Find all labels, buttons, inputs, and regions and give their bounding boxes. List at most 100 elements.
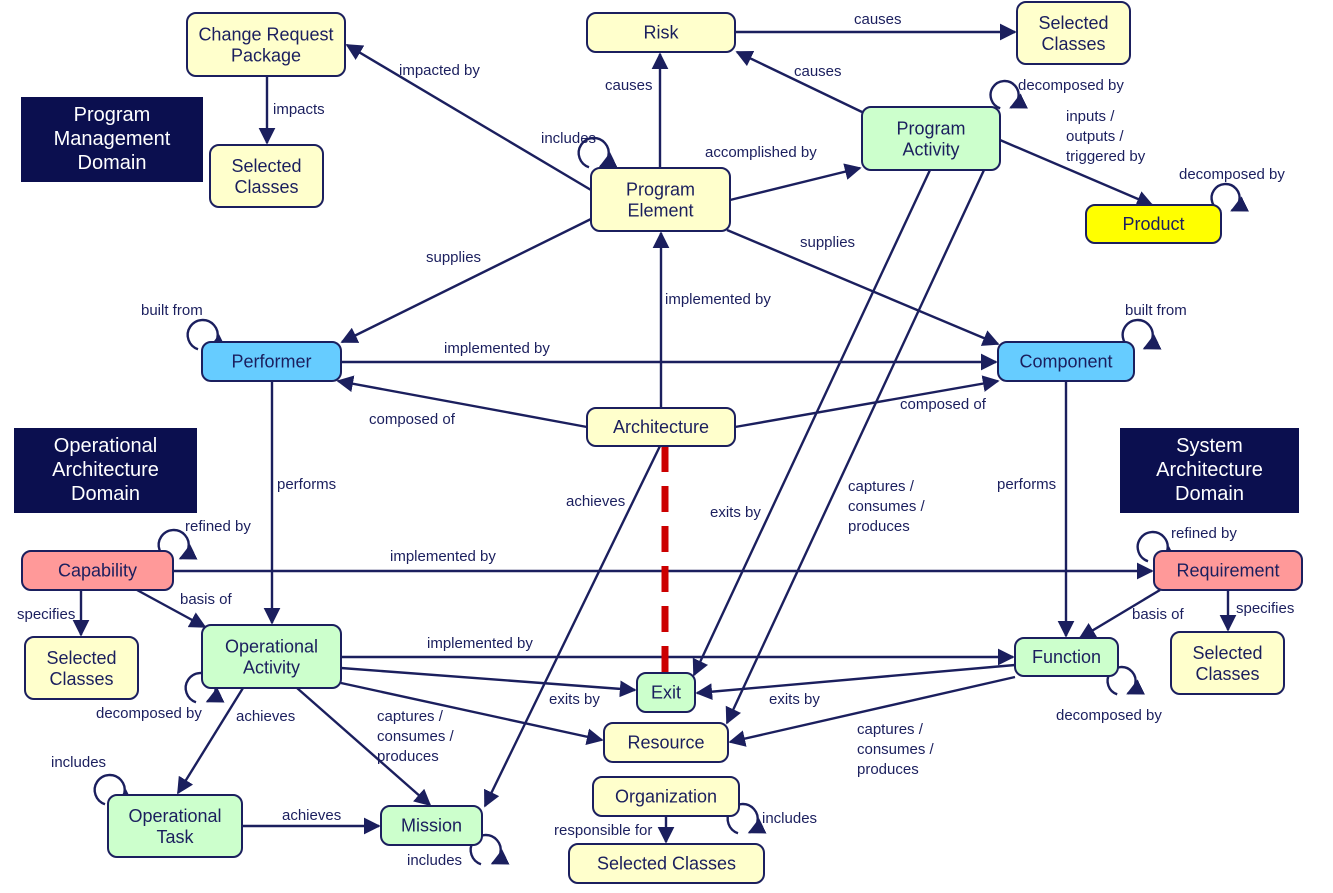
edge-oa-resource xyxy=(340,681,604,745)
node-resource[interactable]: Resource xyxy=(603,722,729,763)
node-box xyxy=(107,794,243,858)
edge-label-pe-supplies-performer: supplies xyxy=(426,249,481,266)
domain-banner xyxy=(21,97,203,182)
node-exit[interactable]: Exit xyxy=(636,672,696,713)
edge-label-component-performs: performs xyxy=(997,476,1056,493)
node-box xyxy=(1153,550,1303,591)
node-box xyxy=(201,341,342,382)
node-box xyxy=(861,106,1001,171)
domain-banner xyxy=(14,428,197,513)
node-product[interactable]: Product xyxy=(1085,204,1222,244)
node-label: Performer xyxy=(231,351,311,371)
self-loop-mission-includes xyxy=(469,833,510,866)
node-label: Product xyxy=(1122,214,1184,234)
node-label: Capability xyxy=(58,560,137,580)
node-box xyxy=(603,722,729,763)
edge-label-line: refined by xyxy=(185,518,251,535)
self-loop-oa-decomposed-by xyxy=(184,671,225,704)
edge-label-line: decomposed by xyxy=(1179,166,1285,183)
node-risk[interactable]: Risk xyxy=(586,12,736,53)
node-organization[interactable]: Organization xyxy=(592,776,740,817)
edge-label-line: decomposed by xyxy=(1018,77,1124,94)
edge-label-function-decomposed-by: decomposed by xyxy=(1056,707,1162,724)
node-capability[interactable]: Capability xyxy=(21,550,174,591)
edge-label-pe-accomplished-by: accomplished by xyxy=(705,144,817,161)
node-label: Organization xyxy=(615,786,717,806)
domain-label: Architecture xyxy=(1156,459,1263,481)
node-requirement[interactable]: Requirement xyxy=(1153,550,1303,591)
edge-label-line: specifies xyxy=(1236,600,1294,617)
edge-pe-accomplished-by xyxy=(729,163,862,202)
node-label: Activity xyxy=(902,139,959,159)
edge-pa-causes-risk xyxy=(735,50,863,114)
domain-label: Operational xyxy=(54,435,157,457)
edge-label-line: causes xyxy=(605,77,653,94)
node-box xyxy=(201,624,342,689)
edge-label-line: refined by xyxy=(1171,525,1237,542)
node-label: Resource xyxy=(627,732,704,752)
node-box xyxy=(586,12,736,53)
edge-label-line: exits by xyxy=(769,691,820,708)
node-box xyxy=(586,407,736,447)
edge-label-arch-composed-performer: composed of xyxy=(369,411,456,428)
node-component[interactable]: Component xyxy=(997,341,1135,382)
edge-function-ccp xyxy=(728,675,1016,747)
edge-label-function-ccp: captures /consumes /produces xyxy=(857,721,935,778)
edge-label-line: captures / xyxy=(857,721,924,738)
edge-label-line: produces xyxy=(857,761,919,778)
edge-label-oa-achieves: achieves xyxy=(236,708,295,725)
node-label: Mission xyxy=(401,815,462,835)
edge-label-line: responsible for xyxy=(554,822,652,839)
node-selected-classes-org[interactable]: Selected Classes xyxy=(568,843,765,884)
node-mission[interactable]: Mission xyxy=(380,805,483,846)
edge-label-performer-implemented-by: implemented by xyxy=(444,340,550,357)
node-architecture[interactable]: Architecture xyxy=(586,407,736,447)
edge-label-task-achieves: achieves xyxy=(282,807,341,824)
edge-label-line: causes xyxy=(854,11,902,28)
edge-label-line: captures / xyxy=(377,708,444,725)
node-label: Architecture xyxy=(613,417,709,437)
edge-cap-basis-of xyxy=(136,588,207,629)
node-label: Classes xyxy=(234,177,298,197)
node-label: Function xyxy=(1032,647,1101,667)
node-function[interactable]: Function xyxy=(1014,637,1119,677)
node-box xyxy=(380,805,483,846)
node-label: Requirement xyxy=(1176,560,1279,580)
edge-label-oa-exits-by: exits by xyxy=(549,691,600,708)
edge-label-mission-includes: includes xyxy=(407,852,462,869)
edge-label-line: consumes / xyxy=(848,498,926,515)
edge-label-component-built-from: built from xyxy=(1125,302,1187,319)
edge-arch-achieves xyxy=(483,445,662,808)
edge-label-line: produces xyxy=(377,748,439,765)
edge-label-cap-basis-of: basis of xyxy=(180,591,233,608)
node-box xyxy=(997,341,1135,382)
edge-pa-ccp xyxy=(725,169,986,725)
edge-label-oa-resource: captures / consumes / produces xyxy=(377,708,455,765)
edge-label-line: consumes / xyxy=(377,728,455,745)
node-performer[interactable]: Performer xyxy=(201,341,342,382)
edge-label-risk-causes: causes xyxy=(854,11,902,28)
node-label: Element xyxy=(627,200,693,220)
edge-label-product-decomposed-by: decomposed by xyxy=(1179,166,1285,183)
node-label: Selected xyxy=(1192,643,1262,663)
edge-label-line: performs xyxy=(997,476,1056,493)
edge-label-line: supplies xyxy=(800,234,855,251)
domain-label: Domain xyxy=(78,152,147,174)
edge-label-cap-refined-by: refined by xyxy=(185,518,251,535)
node-label: Selected xyxy=(231,156,301,176)
edge-label-line: decomposed by xyxy=(96,705,202,722)
node-label: Operational xyxy=(128,806,221,826)
edge-arch-composed-component xyxy=(734,375,1000,429)
edge-label-line: performs xyxy=(277,476,336,493)
edge-oa-exits-by xyxy=(340,666,637,698)
node-box xyxy=(1016,1,1131,65)
